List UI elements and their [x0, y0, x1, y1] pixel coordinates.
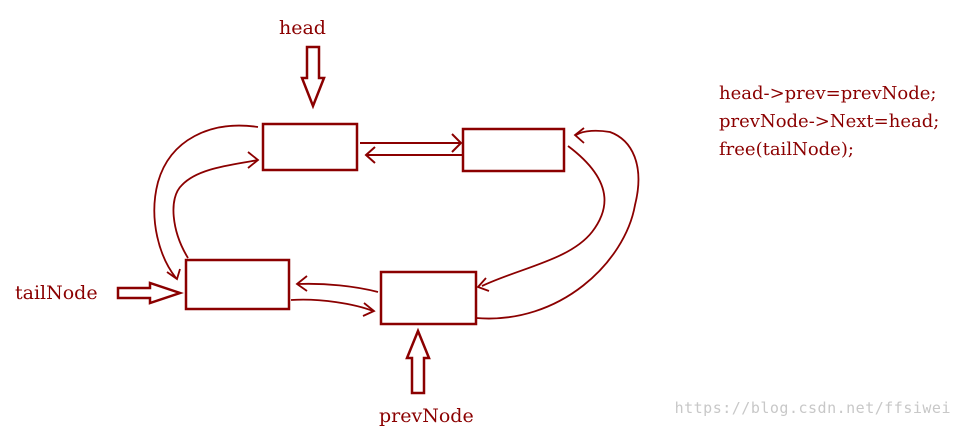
- code-line: free(tailNode);: [719, 139, 854, 160]
- code-block: head->prev=prevNode; prevNode->Next=head…: [719, 80, 939, 164]
- watermark: https://blog.csdn.net/ffsiwei: [674, 399, 951, 417]
- link-prev-to-tail: [295, 275, 379, 293]
- link-tail-to-prev: [290, 298, 376, 317]
- code-line: head->prev=prevNode;: [719, 83, 937, 104]
- code-line: prevNode->Next=head;: [719, 111, 940, 132]
- link-right-to-prev: [476, 145, 606, 292]
- tail-pointer-arrow: [116, 281, 184, 305]
- node-right: [461, 127, 566, 173]
- link-right-to-head: [364, 146, 462, 164]
- node-head: [261, 122, 359, 172]
- tail-node-label: tailNode: [15, 282, 98, 304]
- prev-pointer-arrow: [405, 327, 431, 395]
- node-tail: [184, 258, 291, 311]
- link-tail-to-head: [172, 151, 260, 259]
- head-pointer-arrow: [300, 45, 326, 110]
- head-label: head: [279, 17, 326, 39]
- node-prev: [379, 270, 478, 326]
- link-head-to-right: [360, 133, 463, 153]
- link-head-to-tail: [153, 124, 259, 281]
- link-prev-to-right: [475, 127, 640, 320]
- prev-node-label: prevNode: [379, 405, 474, 427]
